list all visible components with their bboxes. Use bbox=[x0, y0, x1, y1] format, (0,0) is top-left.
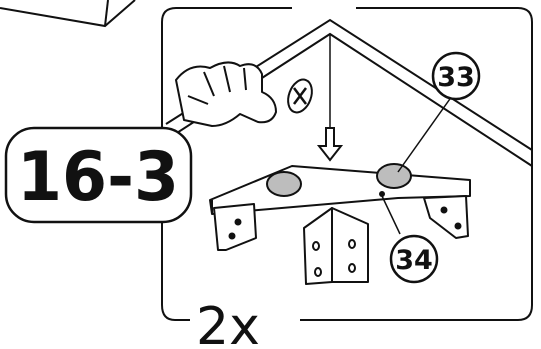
screw-icon bbox=[287, 78, 313, 114]
callout-34-leader bbox=[381, 195, 401, 235]
callout-34-point bbox=[379, 191, 385, 197]
part-number-33: 33 bbox=[437, 62, 475, 93]
part-callout-33: 33 bbox=[431, 51, 481, 101]
previous-part-fragment bbox=[0, 0, 136, 28]
part-number-34: 34 bbox=[395, 245, 433, 276]
step-number: 16-3 bbox=[17, 138, 179, 217]
corner-bracket-icon bbox=[303, 207, 369, 285]
pad-icon bbox=[266, 163, 412, 197]
hand-icon bbox=[175, 61, 277, 127]
part-callout-34: 34 bbox=[389, 234, 439, 284]
step-badge: 16-3 bbox=[4, 126, 193, 224]
down-arrow-icon bbox=[316, 127, 344, 162]
callout-33-leader bbox=[397, 95, 453, 173]
quantity-label: 2x bbox=[196, 297, 260, 349]
